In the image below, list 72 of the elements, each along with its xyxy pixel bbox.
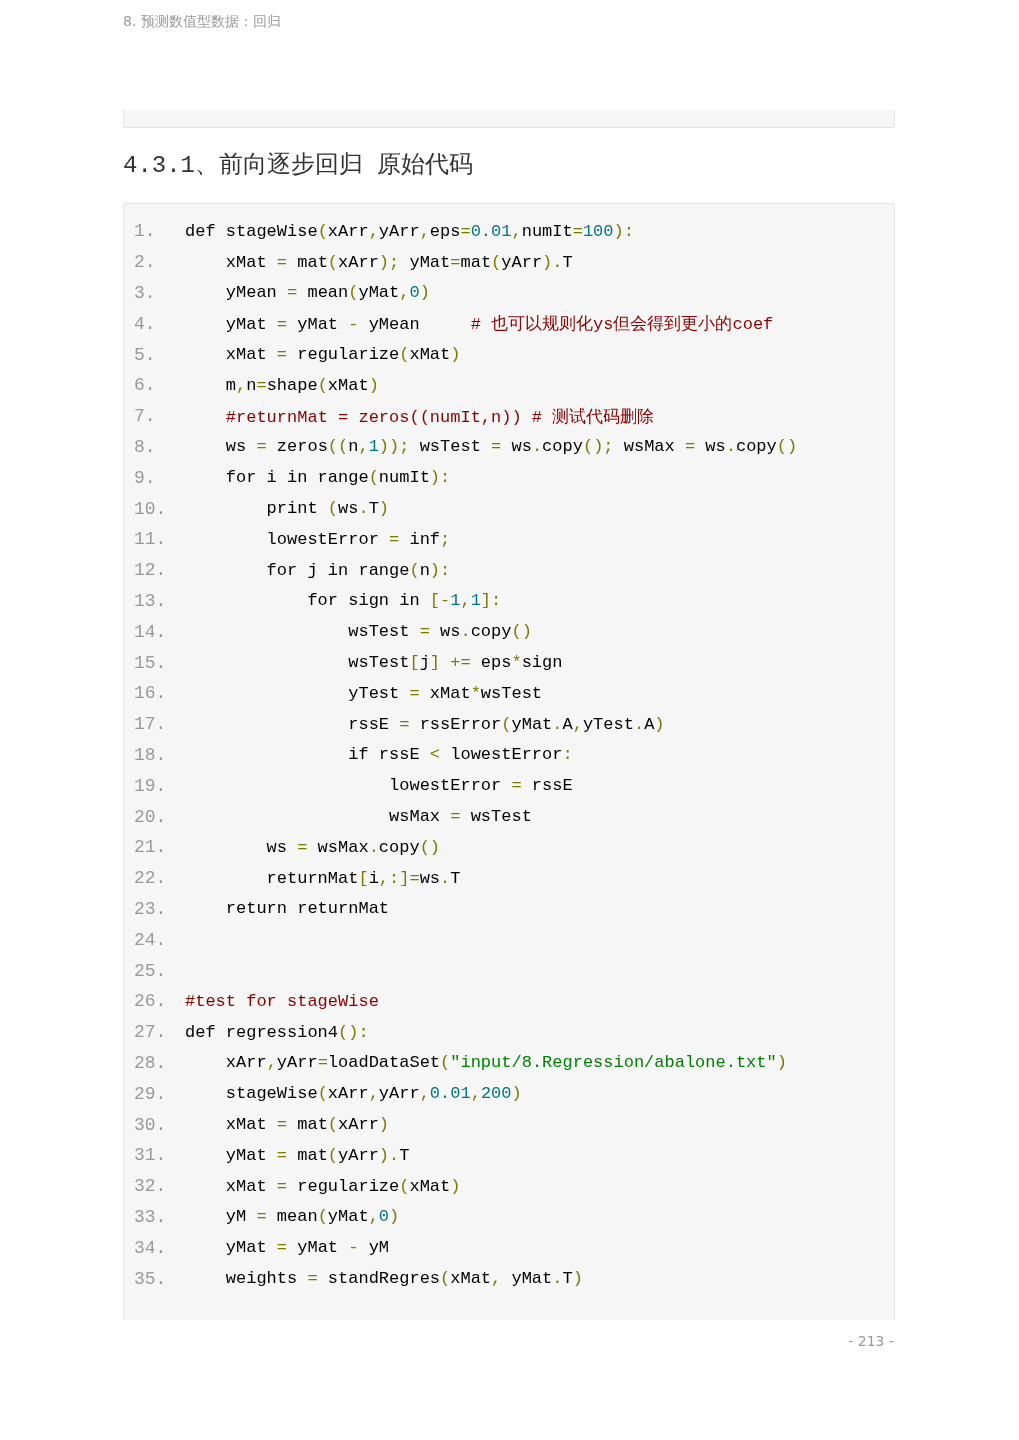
page-number: - 213 - — [848, 1333, 894, 1349]
line-number: 5. — [134, 344, 157, 365]
line-number: 10. — [134, 498, 168, 519]
line-number: 28. — [134, 1053, 168, 1073]
code-line: weights = standRegres(xMat, yMat.T) — [224, 1269, 583, 1289]
code-line: wsMax = wsTest — [388, 807, 532, 827]
code-line: for j in range(n): — [265, 560, 451, 580]
line-number: 4. — [134, 313, 157, 334]
code-line: #returnMat = zeros((numIt,n)) # 测试代码删除 — [224, 406, 655, 428]
code-block-edge — [123, 110, 895, 128]
line-number: 20. — [134, 806, 168, 827]
code-line: ws = wsMax.copy() — [265, 837, 441, 857]
line-number: 24. — [134, 929, 168, 950]
code-line: stageWise(xArr,yArr,0.01,200) — [224, 1084, 522, 1104]
line-number: 7. — [134, 406, 157, 427]
line-number: 2. — [134, 252, 157, 273]
line-number: 25. — [134, 960, 168, 981]
code-line: rssE = rssError(yMat.A,yTest.A) — [347, 714, 665, 734]
line-number: 23. — [134, 899, 168, 919]
code-line: return returnMat — [224, 899, 390, 919]
line-number: 11. — [134, 529, 168, 550]
code-line: for i in range(numIt): — [224, 468, 451, 488]
code-line: def regression4(): — [185, 1022, 369, 1042]
code-line: lowestError = rssE — [388, 776, 573, 796]
code-line: yTest = xMat*wsTest — [347, 683, 543, 703]
line-number: 31. — [134, 1145, 168, 1166]
code-line: print (ws.T) — [265, 499, 390, 519]
code-line: m,n=shape(xMat) — [224, 375, 379, 395]
code-line: yMat = yMat - yM — [224, 1238, 390, 1258]
line-number: 3. — [134, 283, 157, 303]
line-number: 18. — [134, 745, 168, 765]
code-line: wsTest = ws.copy() — [347, 622, 532, 642]
code-line: #test for stageWise — [185, 991, 379, 1011]
line-number: 35. — [134, 1268, 168, 1289]
code-line: yMat = mat(yArr).T — [224, 1145, 410, 1165]
code-line: xMat = regularize(xMat) — [224, 345, 461, 365]
code-line: xArr,yArr=loadDataSet("input/8.Regression/abalone.txt") — [224, 1053, 787, 1073]
code-line: yMean = mean(yMat,0) — [224, 283, 430, 303]
line-number: 29. — [134, 1083, 168, 1104]
line-number: 32. — [134, 1176, 168, 1197]
line-number: 19. — [134, 775, 168, 796]
line-number: 27. — [134, 1022, 168, 1043]
line-number: 26. — [134, 991, 168, 1012]
code-line: xMat = mat(xArr) — [224, 1115, 390, 1135]
code-line: returnMat[i,:]=ws.T — [265, 868, 461, 888]
code-line: xMat = regularize(xMat) — [224, 1176, 461, 1196]
code-line: lowestError = inf; — [265, 529, 451, 549]
line-number: 33. — [134, 1207, 168, 1227]
code-line: yM = mean(yMat,0) — [224, 1207, 400, 1227]
line-number: 16. — [134, 683, 168, 704]
running-header: 8. 预测数值型数据：回归 — [123, 13, 281, 31]
line-number: 22. — [134, 868, 168, 889]
code-line: wsTest[j] += eps*sign — [347, 653, 563, 673]
line-number: 8. — [134, 437, 157, 457]
code-line: if rssE < lowestError: — [347, 745, 573, 765]
line-number: 1. — [134, 221, 157, 242]
line-number: 30. — [134, 1114, 168, 1135]
line-number: 34. — [134, 1237, 168, 1258]
code-line: for sign in [-1,1]: — [306, 591, 502, 611]
line-number: 14. — [134, 621, 168, 642]
line-number: 9. — [134, 467, 157, 488]
code-line: xMat = mat(xArr); yMat=mat(yArr).T — [224, 252, 573, 272]
line-number: 12. — [134, 560, 168, 581]
line-number: 13. — [134, 591, 168, 611]
line-number: 15. — [134, 652, 168, 673]
line-number: 6. — [134, 375, 157, 396]
code-line: yMat = yMat - yMean # 也可以规则化ys但会得到更小的coef — [224, 314, 774, 336]
code-line: ws = zeros((n,1)); wsTest = ws.copy(); wsMax = ws.copy() — [224, 437, 798, 457]
code-line: def stageWise(xArr,yArr,eps=0.01,numIt=100): — [185, 221, 634, 241]
line-number: 21. — [134, 837, 168, 858]
line-number: 17. — [134, 714, 168, 735]
section-heading: 4.3.1、前向逐步回归 原始代码 — [123, 151, 474, 180]
